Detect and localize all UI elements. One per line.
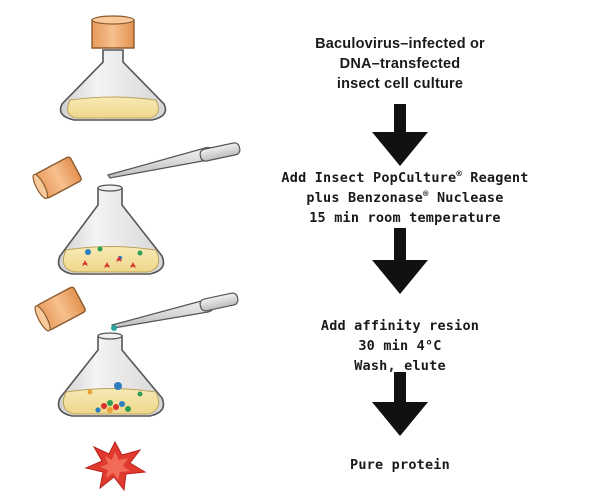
removed-cap-icon <box>32 156 82 200</box>
step-3-line-3: Wash, elute <box>354 358 446 374</box>
step-3-line-2: 30 min 4°C <box>358 338 442 354</box>
step-3-label: Add affinity resion 30 min 4°C Wash, elu… <box>250 316 550 376</box>
flask-culture-icon <box>59 15 167 121</box>
step-4-line-1: Pure protein <box>350 457 450 473</box>
step-2-line-3: 15 min room temperature <box>309 210 501 226</box>
step-4-label: Pure protein <box>250 455 550 475</box>
pure-protein-star-icon <box>84 440 147 492</box>
down-arrow-icon <box>372 372 428 436</box>
step-2-label: Add Insect PopCulture® Reagent plus Benz… <box>220 168 590 228</box>
flask-purification-icon <box>34 286 239 417</box>
down-arrow-icon <box>372 228 428 294</box>
step-2-line-1: Add Insect PopCulture® Reagent <box>281 169 529 186</box>
step-2-line-2: plus Benzonase® Nuclease <box>306 189 504 206</box>
step-1-label: Baculovirus–infected or DNA–transfected … <box>250 34 550 94</box>
pipette-icon <box>111 292 239 331</box>
pipette-icon <box>107 142 241 179</box>
step-3-line-1: Add affinity resion <box>320 318 480 334</box>
step-1-line-1: Baculovirus–infected or <box>315 36 485 52</box>
step-1-line-3: insect cell culture <box>336 76 464 92</box>
step-1-line-2: DNA–transfected <box>339 56 461 72</box>
flask-lysis-icon <box>32 142 241 275</box>
removed-cap-icon <box>34 286 86 332</box>
down-arrow-icon <box>372 104 428 166</box>
